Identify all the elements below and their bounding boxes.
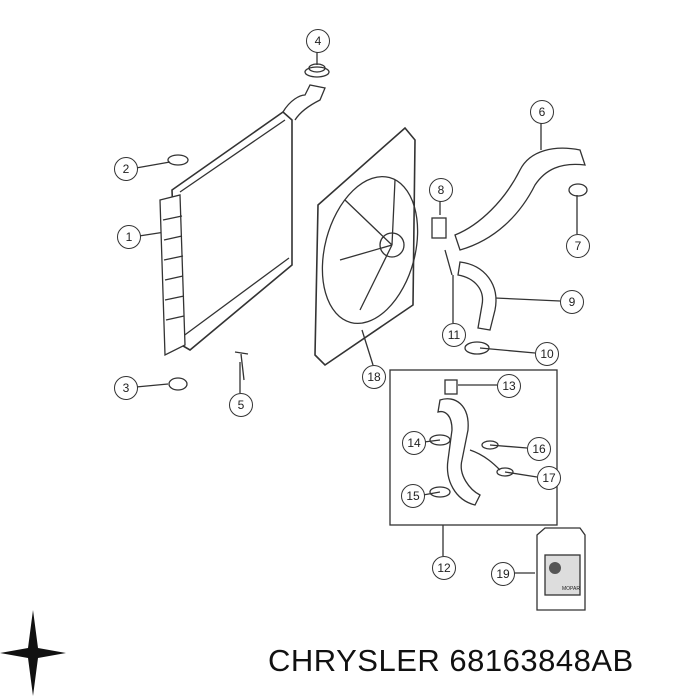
callout-15: 15 bbox=[401, 484, 425, 508]
brand-name: CHRYSLER bbox=[268, 643, 441, 678]
coolant-label: MOPAR bbox=[562, 586, 580, 592]
callout-5: 5 bbox=[229, 393, 253, 417]
callout-2: 2 bbox=[114, 157, 138, 181]
callout-14: 14 bbox=[402, 431, 426, 455]
callout-13: 13 bbox=[497, 374, 521, 398]
part-caption: CHRYSLER 68163848AB bbox=[268, 643, 634, 679]
callout-16: 16 bbox=[527, 437, 551, 461]
callout-12: 12 bbox=[432, 556, 456, 580]
callout-6: 6 bbox=[530, 100, 554, 124]
chrysler-star-icon bbox=[0, 610, 66, 696]
part-number: 68163848AB bbox=[449, 643, 634, 678]
callout-1: 1 bbox=[117, 225, 141, 249]
callout-3: 3 bbox=[114, 376, 138, 400]
callout-8: 8 bbox=[429, 178, 453, 202]
callout-4: 4 bbox=[306, 29, 330, 53]
callout-7: 7 bbox=[566, 234, 590, 258]
callout-17: 17 bbox=[537, 466, 561, 490]
callout-9: 9 bbox=[560, 290, 584, 314]
callout-19: 19 bbox=[491, 562, 515, 586]
callout-10: 10 bbox=[535, 342, 559, 366]
callout-18: 18 bbox=[362, 365, 386, 389]
callout-11: 11 bbox=[442, 323, 466, 347]
